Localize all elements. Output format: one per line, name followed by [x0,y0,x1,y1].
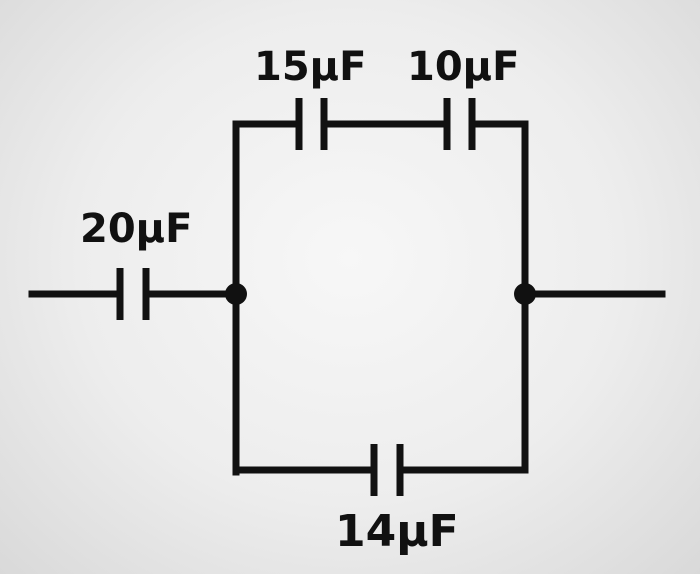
capacitor-10uf-label: 10µF [407,44,519,90]
junction-node-right [514,283,536,305]
capacitor-20uf [116,268,150,320]
capacitor-14uf-label: 14µF [335,506,459,557]
capacitor-14uf [370,444,404,496]
capacitor-15uf [295,98,328,150]
junction-node-left [225,283,247,305]
capacitor-15uf-label: 15µF [254,44,366,90]
capacitor-10uf [443,98,476,150]
capacitor-20uf-label: 20µF [80,206,192,252]
